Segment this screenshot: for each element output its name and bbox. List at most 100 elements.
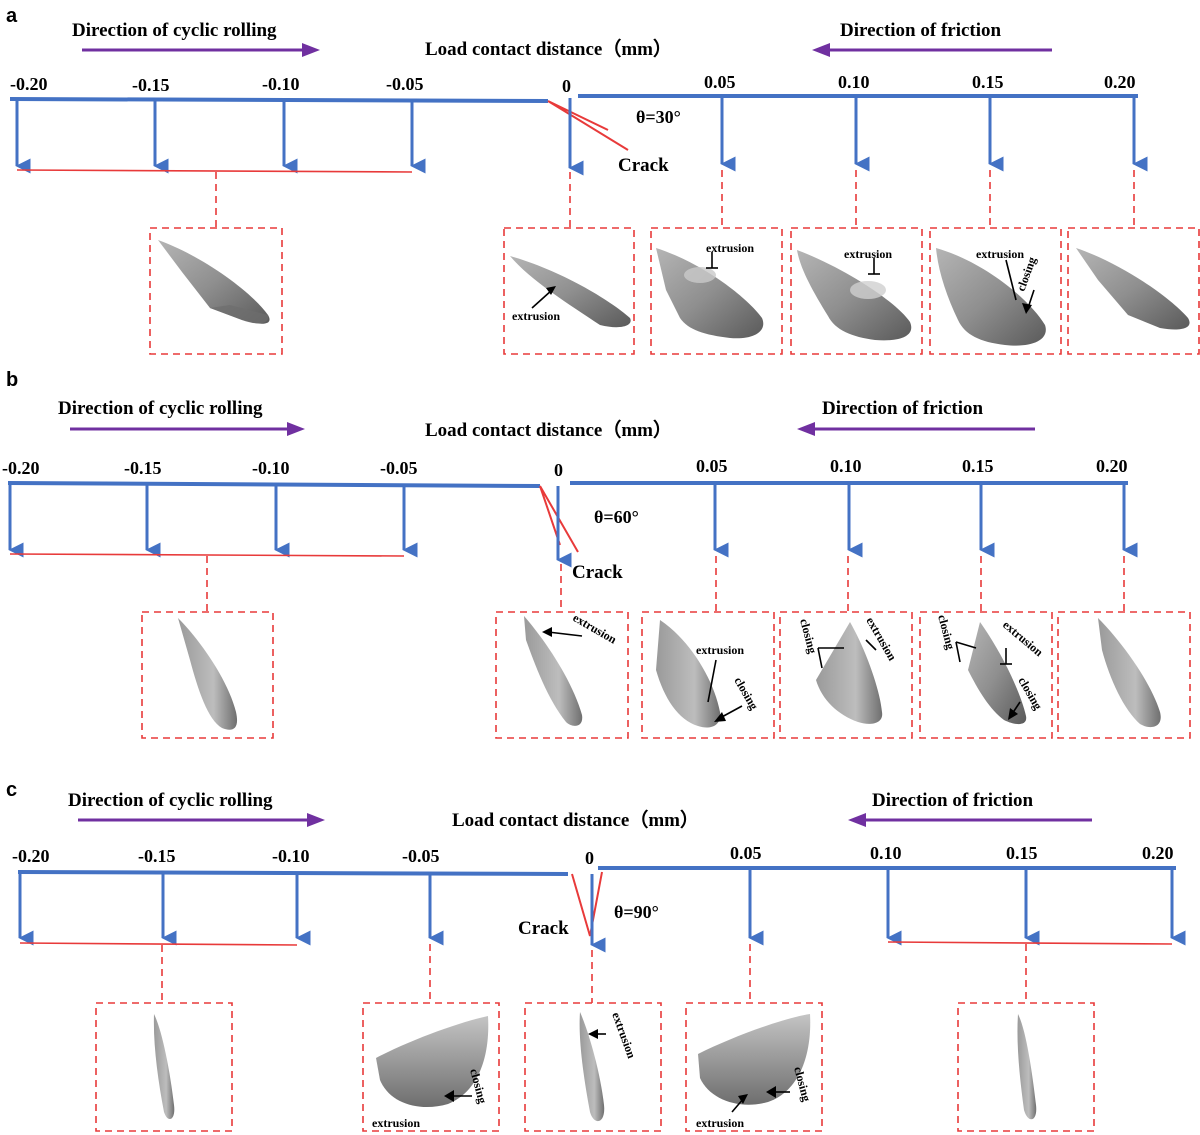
- panel-letter: b: [6, 369, 18, 391]
- rolling-direction-label: Direction of cyclic rolling: [72, 20, 277, 41]
- crack-shape: [376, 1016, 489, 1107]
- crack-line: [547, 100, 629, 151]
- annotation-label: closing: [791, 1065, 814, 1103]
- crack-label: Crack: [618, 155, 669, 176]
- tick-labels: -0.20 -0.15 -0.10 -0.05 0 0.05 0.10 0.15…: [10, 72, 1136, 96]
- state-box: [919, 611, 1053, 739]
- crack-shape: [656, 248, 764, 339]
- state-box: [790, 227, 923, 355]
- axis-left: [7, 481, 541, 488]
- tick-label: 0.05: [696, 456, 728, 476]
- tick-label: 0.15: [972, 72, 1004, 92]
- angle-label: θ=60°: [594, 507, 639, 527]
- rolling-arrowhead: [302, 43, 320, 57]
- tick-label: 0: [554, 460, 563, 480]
- crack-shape: [510, 256, 631, 328]
- dashed-connectors: [215, 170, 1135, 228]
- state-box: [641, 611, 775, 739]
- axis-title: Load contact distance（mm）: [425, 37, 672, 60]
- annotation-label: extrusion: [696, 643, 744, 657]
- dashed-connectors: [161, 944, 1027, 1003]
- annotations: extrusion extrusion extrusion extrusion …: [512, 241, 1039, 323]
- friction-direction-label: Direction of friction: [872, 790, 1034, 811]
- tick-label: -0.05: [380, 458, 418, 478]
- state-boxes: [149, 227, 1200, 355]
- crack-shape: [656, 620, 721, 728]
- state-box: [495, 611, 629, 739]
- state-box: [779, 611, 913, 739]
- axis-left: [9, 97, 549, 103]
- annotation-label: extrusion: [863, 615, 899, 664]
- annotation-label: extrusion: [609, 1010, 639, 1060]
- annotation-label: closing: [935, 613, 958, 651]
- crack-shape: [579, 1012, 605, 1122]
- tick-label: 0.20: [1096, 456, 1128, 476]
- tick-label: -0.10: [262, 74, 300, 94]
- angle-label: θ=90°: [614, 902, 659, 922]
- panel-letter: a: [6, 5, 18, 27]
- tick-labels: -0.20 -0.15 -0.10 -0.05 0 0.05 0.10 0.15…: [12, 843, 1174, 868]
- crack-shape: [816, 622, 883, 724]
- annotation-label: extrusion: [706, 241, 754, 255]
- tick-label: -0.15: [132, 75, 170, 95]
- tick-label: 0.10: [838, 72, 870, 92]
- crack-shape: [158, 240, 270, 324]
- load-arrows: [18, 869, 1186, 953]
- crack-shape: [1098, 618, 1161, 728]
- state-box: [650, 227, 783, 355]
- friction-arrowhead: [848, 813, 866, 827]
- friction-arrowhead: [797, 422, 815, 436]
- annotation-label: extrusion: [512, 309, 560, 323]
- tick-label: -0.05: [402, 846, 440, 866]
- crack-label: Crack: [518, 918, 569, 939]
- tick-label: -0.20: [12, 846, 50, 866]
- tick-label: 0: [585, 848, 594, 868]
- friction-direction-label: Direction of friction: [822, 398, 984, 419]
- state-box: [149, 227, 283, 355]
- crack-shape: [178, 618, 238, 730]
- rolling-direction-label: Direction of cyclic rolling: [68, 790, 273, 811]
- panel-c: c Direction of cyclic rolling Load conta…: [6, 779, 1186, 1132]
- tick-label: -0.05: [386, 74, 424, 94]
- rolling-arrowhead: [307, 813, 325, 827]
- rolling-direction-label: Direction of cyclic rolling: [58, 398, 263, 419]
- crack-shape: [153, 1014, 175, 1120]
- annotation-label: extrusion: [571, 610, 620, 646]
- crack-shapes: [153, 1012, 1037, 1122]
- tick-label: 0.20: [1104, 72, 1136, 92]
- angle-label: θ=30°: [636, 107, 681, 127]
- annotation-label: closing: [731, 675, 761, 713]
- crack-shape: [1076, 248, 1190, 330]
- annotation-label: extrusion: [1000, 618, 1046, 660]
- tick-label: -0.15: [124, 458, 162, 478]
- axis-title: Load contact distance（mm）: [452, 808, 699, 831]
- tick-label: 0.10: [870, 843, 902, 863]
- friction-arrowhead: [812, 43, 830, 57]
- load-arrows: [8, 484, 1138, 568]
- tick-label: 0.10: [830, 456, 862, 476]
- tick-labels: -0.20 -0.15 -0.10 -0.05 0 0.05 0.10 0.15…: [2, 456, 1128, 480]
- group-bracket: [16, 169, 413, 173]
- annotation-label: closing: [797, 617, 820, 655]
- tick-label: -0.20: [2, 458, 40, 478]
- crack-shape: [968, 622, 1027, 725]
- annotation-label: extrusion: [844, 247, 892, 261]
- group-bracket: [887, 941, 1173, 945]
- annotation-label: extrusion: [696, 1116, 744, 1130]
- rolling-arrowhead: [287, 422, 305, 436]
- tick-label: -0.10: [252, 458, 290, 478]
- tick-label: 0.20: [1142, 843, 1174, 863]
- state-box: [1067, 227, 1200, 355]
- tick-label: 0: [562, 76, 571, 96]
- axis-title: Load contact distance（mm）: [425, 418, 672, 441]
- panel-b: b Direction of cyclic rolling Load conta…: [2, 369, 1191, 739]
- state-boxes: [141, 611, 1191, 739]
- tick-label: -0.15: [138, 846, 176, 866]
- tick-label: 0.15: [1006, 843, 1038, 863]
- tick-label: 0.05: [730, 843, 762, 863]
- crack-shapes: [158, 240, 1190, 346]
- crack-shape: [936, 248, 1046, 346]
- load-arrows: [15, 96, 1148, 176]
- axis-left: [17, 870, 569, 876]
